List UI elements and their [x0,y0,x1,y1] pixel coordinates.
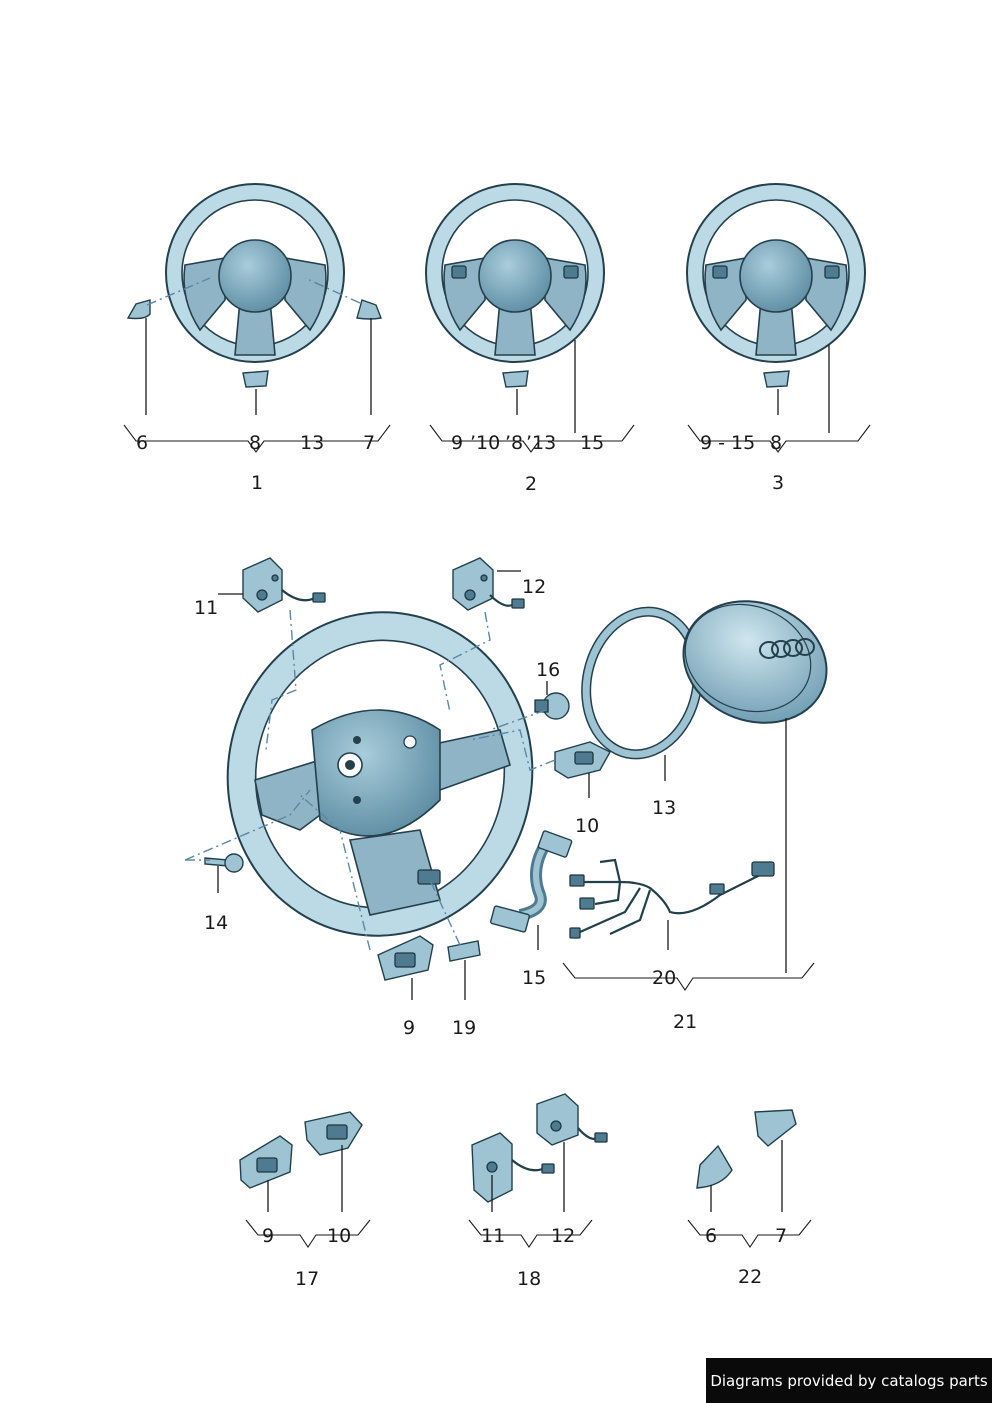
group-label-18: 18 [517,1268,541,1290]
steering-wheel-2 [425,183,605,363]
airbag-button-3 [763,370,790,388]
label-11: 11 [194,597,218,619]
paddle-left-1 [126,299,151,320]
audi-rings-logo [759,638,815,659]
label-9-15: 9 - 15 [700,432,755,454]
switch-module-10 [554,741,611,779]
label-8: 8 [249,432,261,454]
label-12: 12 [551,1225,575,1247]
group-label-1: 1 [251,472,263,494]
brace-21 [562,962,815,991]
bottom-callouts [267,1140,783,1212]
steering-wheel-3 [686,183,866,363]
switch-12-detail [536,1093,608,1146]
group-label-21: 21 [673,1011,697,1033]
bolt-16 [534,692,570,720]
ribbon-cable-15 [490,830,573,933]
paddle-7-detail [754,1109,797,1147]
label-13: ’13 [526,432,556,454]
label-9: 9 [451,432,463,454]
watermark-banner: Diagrams provided by catalogs parts [706,1358,992,1403]
screw-14 [204,853,244,873]
group-label-3: 3 [772,472,784,494]
label-13: 13 [652,797,676,819]
label-10: ’10 [470,432,500,454]
middle-callouts [217,570,787,1000]
label-9: 9 [262,1225,274,1247]
group-label-2: 2 [525,473,537,495]
bottom-braces [245,1219,812,1248]
switch-10-detail [304,1111,363,1156]
label-9: 9 [403,1017,415,1039]
airbag-21 [682,600,828,724]
sticker-19 [447,940,481,962]
switch-9-detail [239,1135,293,1189]
label-14: 14 [204,912,228,934]
label-8: 8 [770,432,782,454]
label-12: 12 [522,576,546,598]
middle-guides [184,609,556,951]
label-7: 7 [363,432,375,454]
switch-11-detail [471,1132,555,1203]
airbag-button-1 [242,370,269,388]
label-10: 10 [327,1225,351,1247]
main-steering-wheel [226,611,534,937]
switch-module-12 [452,557,525,611]
group-label-17: 17 [295,1268,319,1290]
label-13: 13 [300,432,324,454]
paddle-right-1 [356,299,382,320]
label-6: 6 [136,432,148,454]
trim-ring-13 [581,606,703,760]
label-19: 19 [452,1017,476,1039]
label-15: 15 [580,432,604,454]
label-20: 20 [652,967,676,989]
label-15: 15 [522,967,546,989]
group-label-22: 22 [738,1266,762,1288]
label-8: ’8 [505,432,523,454]
switch-module-11 [242,557,326,613]
label-7: 7 [775,1225,787,1247]
label-10: 10 [575,815,599,837]
steering-wheel-1 [165,183,345,363]
top-braces [123,424,871,453]
wiring-harness-20 [569,858,775,939]
label-16: 16 [536,659,560,681]
airbag-button-2 [502,370,529,388]
label-11: 11 [481,1225,505,1247]
top-callouts [145,277,830,433]
switch-module-9 [377,935,434,981]
paddle-6-detail [696,1144,733,1189]
label-6: 6 [705,1225,717,1247]
